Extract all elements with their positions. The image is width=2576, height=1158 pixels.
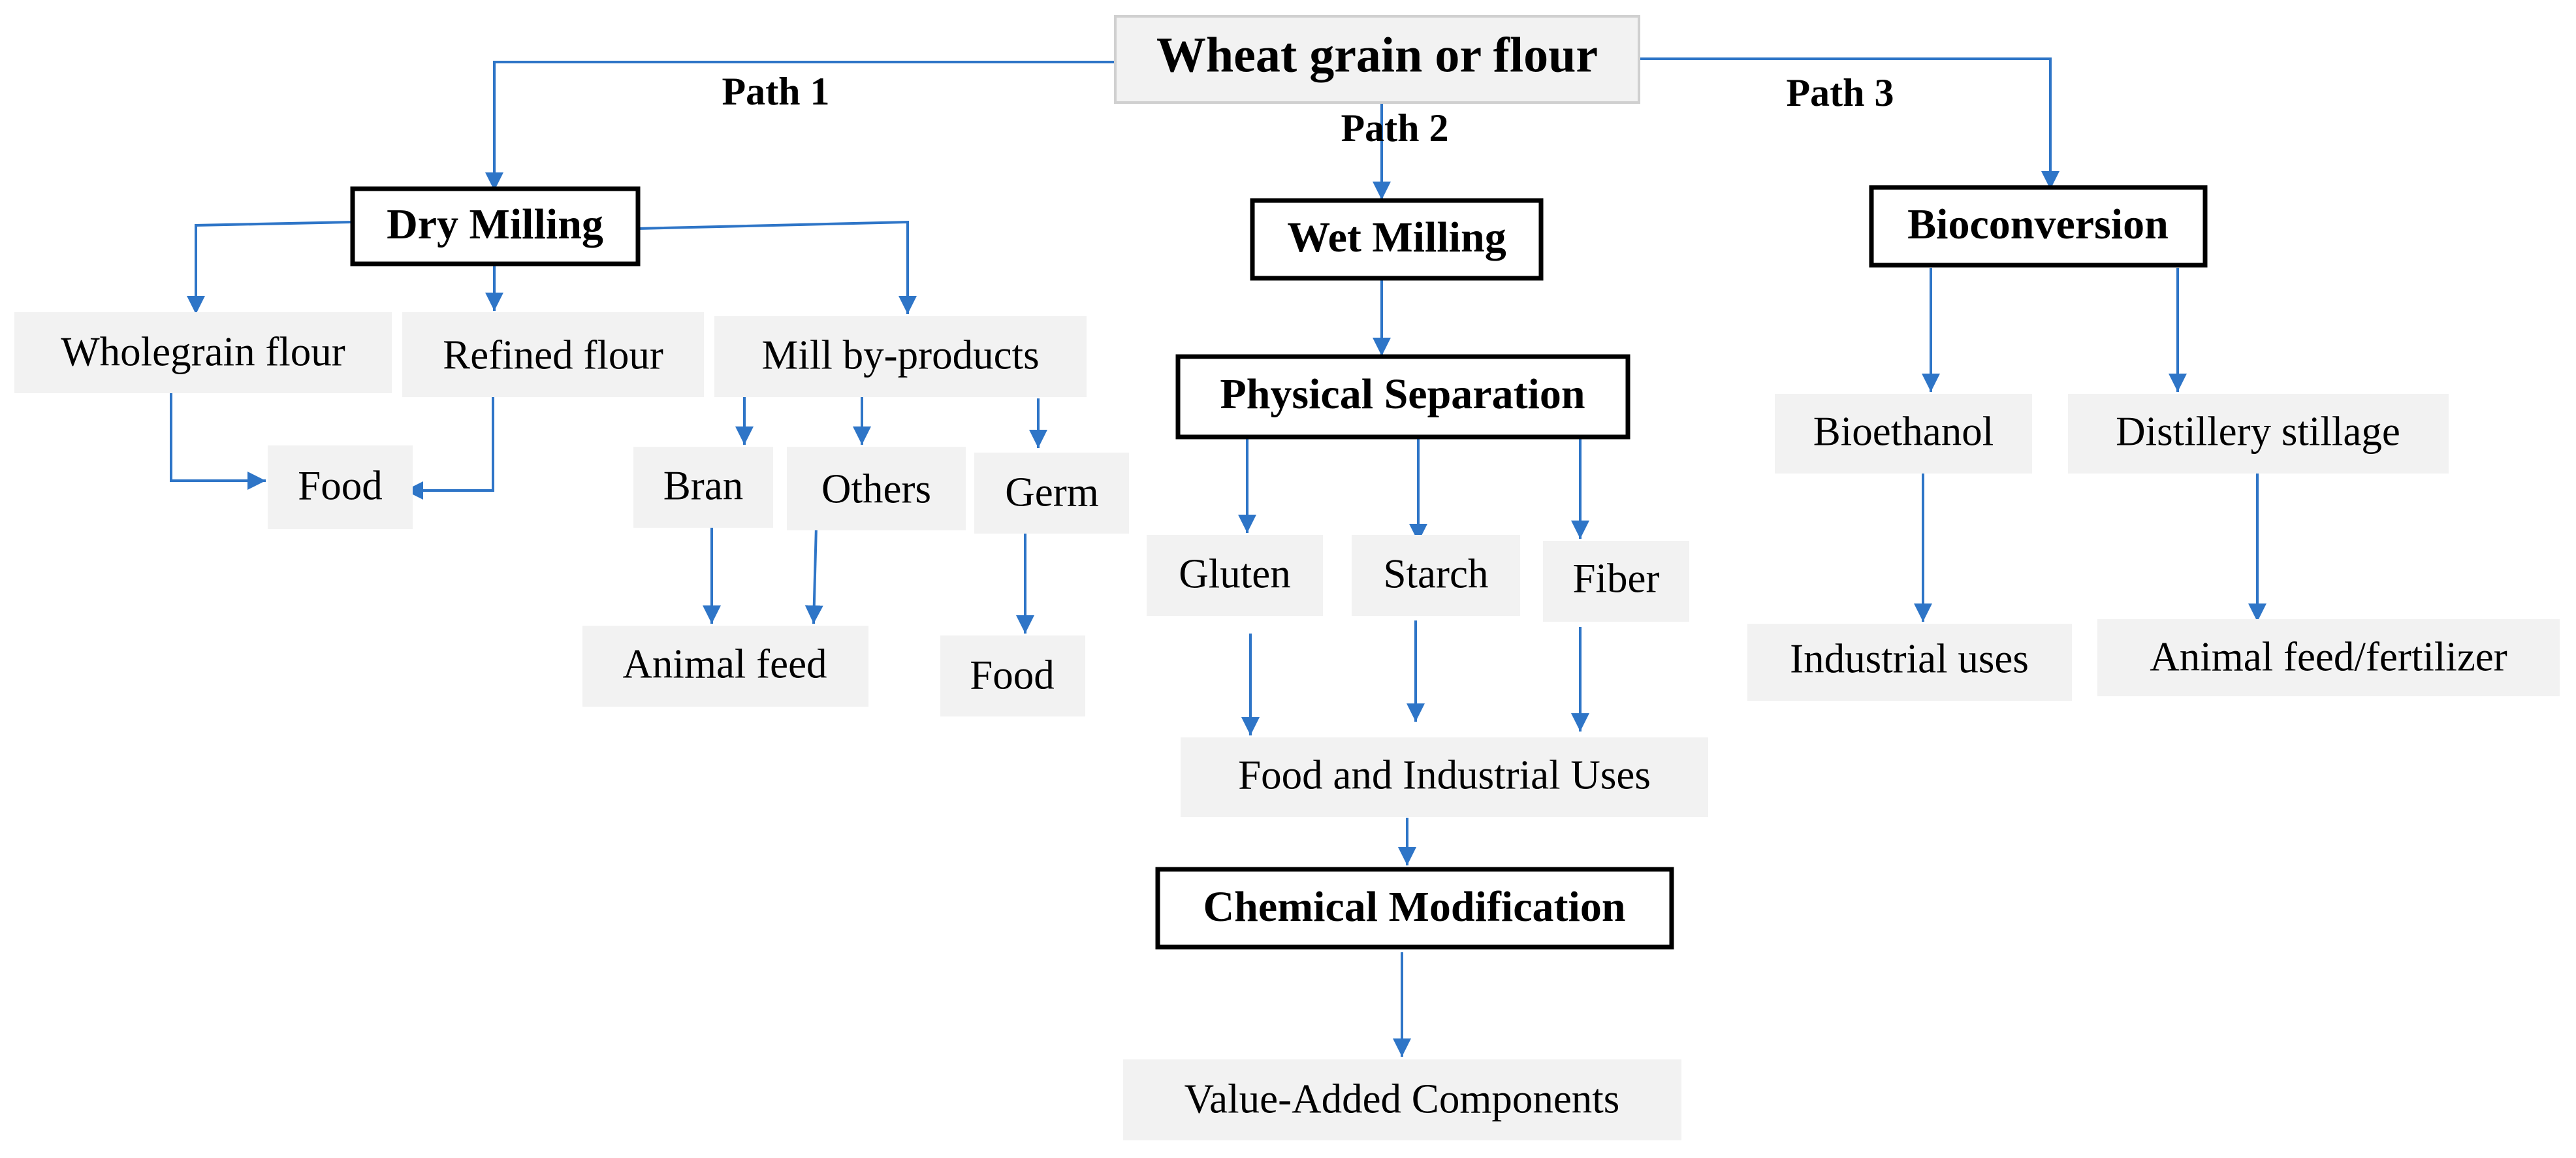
distillery-stillage-node: Distillery stillage [2068, 394, 2449, 474]
root-node: Wheat grain or flour [1114, 15, 1640, 104]
connector-dry-wholegrain [187, 221, 353, 314]
connector-refined-food [405, 395, 494, 500]
fiber-node: Fiber [1543, 541, 1689, 622]
bioethanol-label: Bioethanol [1813, 408, 1994, 454]
industrial-uses-node: Industrial uses [1747, 624, 2072, 701]
food-industrial-uses-node: Food and Industrial Uses [1181, 737, 1708, 817]
dry-milling-label: Dry Milling [387, 201, 603, 248]
bran-label: Bran [663, 462, 743, 508]
wet-milling-node: Wet Milling [1250, 198, 1544, 281]
connector-wholegrain-food [170, 389, 266, 490]
food-industrial-uses-label: Food and Industrial Uses [1238, 752, 1651, 797]
starch-node: Starch [1352, 535, 1520, 616]
physical-separation-label: Physical Separation [1220, 370, 1585, 418]
animal-feed-fertilizer-node: Animal feed/fertilizer [2097, 619, 2560, 696]
dry-food-node: Food [268, 445, 413, 529]
dry-milling-node: Dry Milling [350, 186, 641, 266]
bioconversion-label: Bioconversion [1907, 201, 2169, 248]
industrial-uses-label: Industrial uses [1790, 635, 2029, 681]
mill-byproducts-node: Mill by-products [714, 316, 1087, 397]
refined-flour-node: Refined flour [402, 312, 704, 397]
chemical-modification-label: Chemical Modification [1203, 883, 1625, 931]
value-added-components-label: Value-Added Components [1185, 1076, 1620, 1121]
physical-separation-node: Physical Separation [1175, 354, 1630, 440]
starch-label: Starch [1384, 551, 1489, 596]
others-node: Others [787, 447, 966, 530]
connector-dry-byproducts [637, 220, 917, 314]
bran-node: Bran [633, 447, 773, 528]
animal-feed-fertilizer-label: Animal feed/fertilizer [2150, 634, 2507, 679]
distillery-stillage-label: Distillery stillage [2116, 408, 2400, 454]
wet-milling-label: Wet Milling [1287, 214, 1506, 261]
gluten-label: Gluten [1179, 551, 1290, 596]
animal-feed-node: Animal feed [582, 626, 868, 707]
germ-food-node: Food [940, 635, 1085, 716]
bioconversion-node: Bioconversion [1869, 185, 2208, 268]
connectors [170, 57, 2266, 1057]
germ-node: Germ [974, 453, 1129, 534]
connector-root-bioconversion [1621, 57, 2059, 189]
wholegrain-flour-node: Wholegrain flour [14, 312, 392, 393]
connector-root-dry-milling [485, 61, 1115, 191]
gluten-node: Gluten [1147, 535, 1323, 616]
path3-label: Path 3 [1787, 71, 1894, 114]
germ-food-label: Food [970, 652, 1055, 698]
path1-label: Path 1 [722, 70, 830, 113]
connector-others-animal-feed [804, 526, 823, 624]
dry-food-label: Food [298, 462, 383, 508]
fiber-label: Fiber [1573, 555, 1660, 601]
refined-flour-label: Refined flour [443, 332, 663, 378]
animal-feed-label: Animal feed [622, 641, 827, 686]
path2-label: Path 2 [1341, 106, 1449, 150]
bioethanol-node: Bioethanol [1775, 394, 2032, 474]
mill-byproducts-label: Mill by-products [761, 332, 1039, 378]
root-label: Wheat grain or flour [1156, 27, 1598, 82]
value-added-components-node: Value-Added Components [1123, 1059, 1681, 1140]
wholegrain-flour-label: Wholegrain flour [61, 329, 345, 374]
others-label: Others [821, 466, 931, 511]
chemical-modification-node: Chemical Modification [1155, 867, 1674, 950]
germ-label: Germ [1005, 469, 1098, 515]
